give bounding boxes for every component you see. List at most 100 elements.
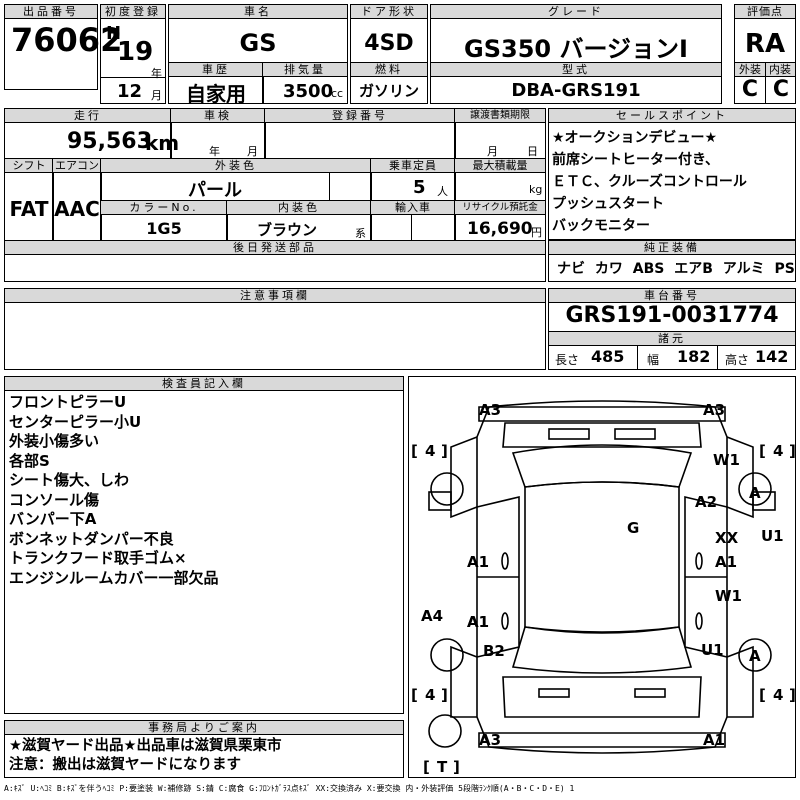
sales-line: 前席シートヒーター付き、 [552,152,720,168]
shift-label: シフト [5,159,53,173]
left-doors [476,495,520,658]
legend: A:ｷｽﾞ U:ﾍｺﾐ B:ｷｽﾞを伴うﾍｺﾐ P:要塗装 W:補修跡 S:錆 … [4,784,575,793]
length-label: 長さ [555,353,580,367]
inspector-line: エンジンルームカバー一部欠品 [9,568,219,587]
inspector-line: トランクフード取手ゴム× [9,549,187,567]
damage-mark: A4 [421,607,443,625]
inspector-line: フロントピラーU [9,393,127,411]
notes-label: 注意事項欄 [5,289,545,303]
inspector-label: 検査員記入欄 [5,377,403,391]
regno-label: 登録番号 [265,109,455,123]
inspector-lines: フロントピラーU センターピラー小U 外装小傷多い 各部S シート傷大、しわ コ… [9,393,219,588]
score-cell: 評価点 RA [734,4,796,64]
damage-mark: A2 [695,493,717,511]
tire-mark: 4 [773,686,783,704]
inspector-cell: 検査員記入欄 フロントピラーU センターピラー小U 外装小傷多い 各部S シート… [4,376,404,714]
interior-cell: 内装色 ブラウン 系 [226,200,372,242]
color-number: 1G5 [146,219,182,238]
damage-mark: G [627,519,639,537]
chassis-number: GRS191-0031774 [565,303,779,328]
hood [502,422,702,448]
ac-label: エアコン [53,159,101,173]
damage-mark: B2 [483,642,505,660]
mileage-unit: km [145,131,180,155]
damage-mark: W1 [715,587,742,605]
rear-window [511,626,693,674]
int-label: 内装 [769,63,791,76]
insp-month-unit: 月 [247,145,258,158]
month-unit: 月 [151,89,162,102]
ext-label: 外装 [739,63,761,76]
model: DBA-GRS191 [511,80,641,101]
colorno-label: カラーNo. [101,201,227,215]
damage-mark: U1 [701,641,724,659]
damage-mark: A1 [467,613,489,631]
lot-number: 76062 [11,21,123,59]
model-label: 型式 [431,63,721,77]
sales-point-lines: ★オークションデビュー★ 前席シートヒーター付き、 ＥＴＣ、クルーズコントロール… [552,127,747,237]
office-line: 注意：搬出は滋賀ヤードになります [9,757,241,773]
interior-color: ブラウン [256,221,317,239]
svg-text:]: ] [441,442,448,460]
sales-point-label: セールスポイント [549,109,795,123]
fuel: ガソリン [358,82,419,100]
inspection-cell: 車検 年 月 [170,108,266,160]
height: 142 [755,347,789,366]
mileage: 95,563 [67,129,152,154]
reg-year: 19 [117,37,154,67]
ac: AAC [54,197,100,221]
svg-text:[: [ [423,758,430,776]
load-cell: 最大積載量 kg [454,158,546,202]
capacity-unit: 人 [437,185,448,198]
lot-label: 出品番号 [5,5,97,19]
inspection-label: 車検 [171,109,265,123]
grade-label: グレード [431,5,721,19]
capacity: 5 [413,177,426,198]
equipment-list: ナビ カワ ABS エアB アルミ PS PW [557,258,800,278]
model-cell: 型式 DBA-GRS191 [430,62,722,104]
tire-front-left [430,472,464,506]
interior-unit: 系 [355,227,366,240]
notes-cell: 注意事項欄 [4,288,546,370]
damage-mark: A [749,647,761,665]
spare-tire [428,714,462,748]
ac-cell: エアコン AAC [52,158,102,242]
chassis-cell: 車台番号 GRS191-0031774 諸元 長さ 485 幅 182 高さ 1… [548,288,796,370]
equip-item: ナビ [557,261,585,277]
insp-year-unit: 年 [209,145,220,158]
later-parts-label: 後日発送部品 [5,241,545,255]
fuel-cell: 燃料 ガソリン [350,62,428,104]
svg-text:[: [ [759,686,766,704]
first-reg-label: 初度登録 [101,5,165,19]
equip-item: PS [774,261,795,277]
inspector-line: ボンネットダンパー不良 [9,529,174,548]
import-label: 輸入車 [371,201,455,215]
specs-label: 諸元 [549,331,795,346]
equipment-label: 純正装備 [549,241,795,255]
era: H [106,23,122,44]
damage-mark: A [749,484,761,502]
ext-int-cell: 外装内装 C C [734,62,796,104]
damage-mark: W1 [713,451,740,469]
damage-mark: A3 [703,401,725,419]
later-parts-cell: 後日発送部品 [4,240,546,282]
regno-cell: 登録番号 [264,108,456,160]
tire-rear-left [430,638,464,672]
tire-rear-right [738,638,772,672]
svg-text:[: [ [411,686,418,704]
lot-cell: 出品番号 76062 [4,4,122,90]
car-diagram: [4] [4] [4] [4] [T] A3 A3 W1 A2 A G XX A… [408,376,796,778]
transfer-month-unit: 月 [487,145,498,158]
grade-cell: グレード GS350 バージョンI [430,4,722,64]
mileage-cell: 走行 95,563 km [4,108,179,160]
office-lines: ★滋賀ヤード出品★出品車は滋賀県栗東市 注意：搬出は滋賀ヤードになります [9,737,282,775]
transfer-cell: 譲渡書類期限 月 日 [454,108,546,160]
shift-cell: シフト FAT [4,158,54,242]
damage-mark: U1 [761,527,784,545]
make-label: 車名 [169,5,347,19]
disp-unit: cc [331,87,344,100]
disp-cell: 排気量 3500 cc [262,62,348,104]
door: 4SD [364,31,414,56]
capacity-cell: 乗車定員 5 人 [370,158,456,202]
inspector-line: コンソール傷 [9,490,100,509]
